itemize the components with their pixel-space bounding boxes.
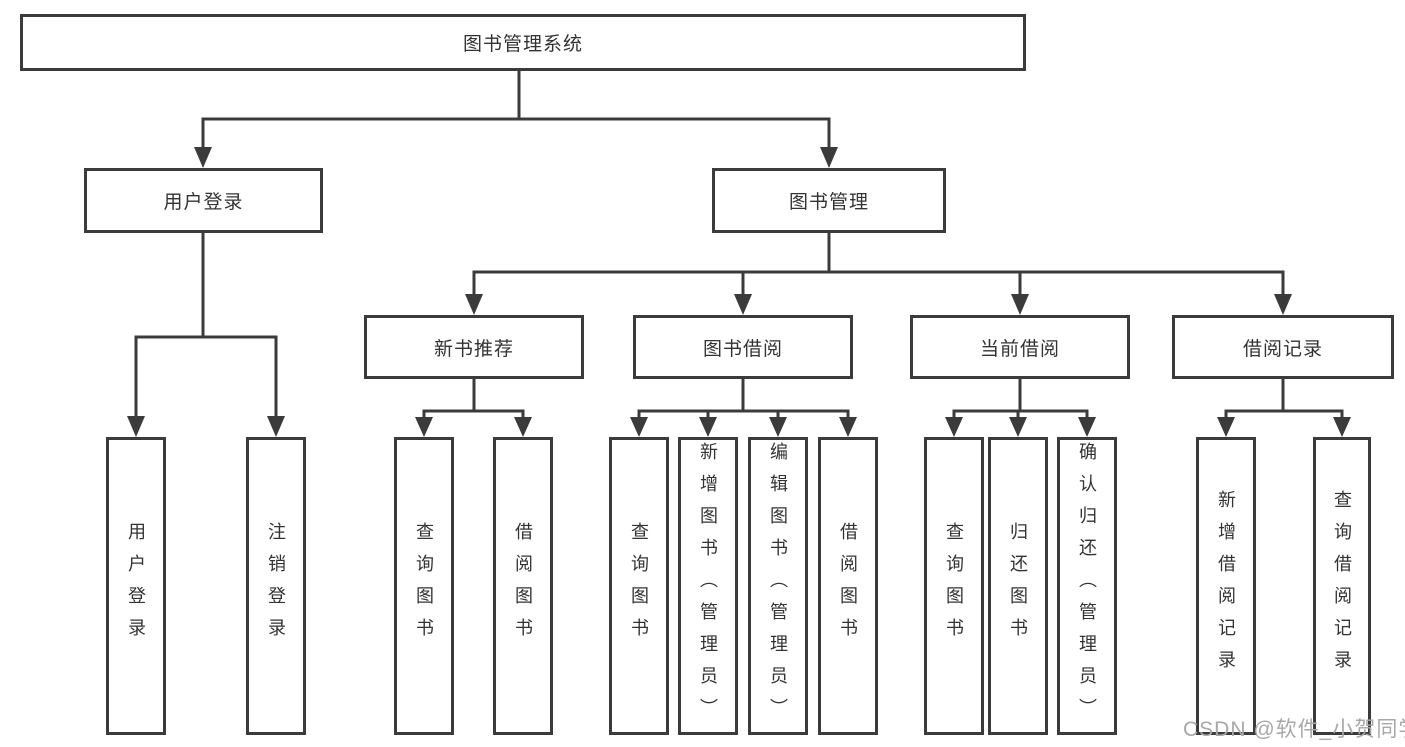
node-root-label: 图书管理系统	[462, 34, 583, 55]
leaf-label: 归还图书	[1008, 521, 1028, 651]
leaf-label: 查询借阅记录	[1332, 489, 1352, 683]
node-label: 新书推荐	[433, 338, 514, 360]
node-user-login: 用户登录	[84, 168, 323, 233]
leaf-confirm-return-admin: 确认归还（管理员）	[1057, 437, 1117, 735]
leaf-label: 新增图书（管理员）	[698, 441, 718, 731]
leaf-label: 查询图书	[629, 521, 649, 651]
leaf-logout: 注销登录	[246, 437, 306, 735]
leaf-query-books-recommend: 查询图书	[394, 437, 454, 735]
leaf-return-books: 归还图书	[988, 437, 1048, 735]
leaf-query-borrow-record: 查询借阅记录	[1313, 437, 1371, 735]
node-book-mgmt: 图书管理	[712, 168, 946, 233]
node-root: 图书管理系统	[20, 14, 1026, 71]
leaf-label: 新增借阅记录	[1216, 489, 1236, 683]
leaf-label: 借阅图书	[838, 521, 858, 651]
leaf-add-borrow-record: 新增借阅记录	[1196, 437, 1256, 735]
node-label: 图书借阅	[702, 338, 783, 360]
leaf-edit-books-admin: 编辑图书（管理员）	[748, 437, 808, 735]
leaf-user-login: 用户登录	[106, 437, 166, 735]
leaf-borrow-books: 借阅图书	[818, 437, 878, 735]
leaf-label: 借阅图书	[513, 521, 533, 651]
node-label: 借阅记录	[1242, 338, 1323, 360]
node-current-borrow: 当前借阅	[910, 315, 1130, 379]
leaf-label: 查询图书	[414, 521, 434, 651]
leaf-label: 注销登录	[266, 521, 286, 651]
leaf-label: 查询图书	[944, 521, 964, 651]
leaf-label: 用户登录	[126, 521, 146, 651]
node-book-mgmt-label: 图书管理	[788, 192, 869, 213]
leaf-label: 编辑图书（管理员）	[768, 441, 788, 731]
leaf-label: 确认归还（管理员）	[1077, 441, 1097, 731]
leaf-query-books-borrow: 查询图书	[609, 437, 669, 735]
node-book-borrow: 图书借阅	[633, 315, 853, 379]
node-new-book-recommend: 新书推荐	[364, 315, 584, 379]
leaf-add-books-admin: 新增图书（管理员）	[678, 437, 738, 735]
leaf-borrow-books-recommend: 借阅图书	[493, 437, 553, 735]
leaf-query-books-current: 查询图书	[924, 437, 984, 735]
node-user-login-label: 用户登录	[163, 192, 244, 213]
csdn-watermark: CSDN @软件_小贺同学	[1183, 718, 1405, 741]
node-label: 当前借阅	[979, 338, 1060, 360]
node-borrow-records: 借阅记录	[1172, 315, 1394, 379]
